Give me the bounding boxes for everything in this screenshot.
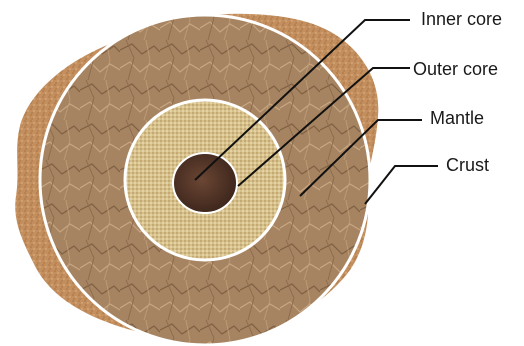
inner-core-label: Inner core [421, 10, 502, 28]
crust-label: Crust [446, 156, 489, 174]
crust-leader-line [365, 166, 438, 204]
inner-core-layer [173, 153, 237, 213]
mantle-label: Mantle [430, 109, 484, 127]
outer-core-label: Outer core [413, 60, 498, 78]
